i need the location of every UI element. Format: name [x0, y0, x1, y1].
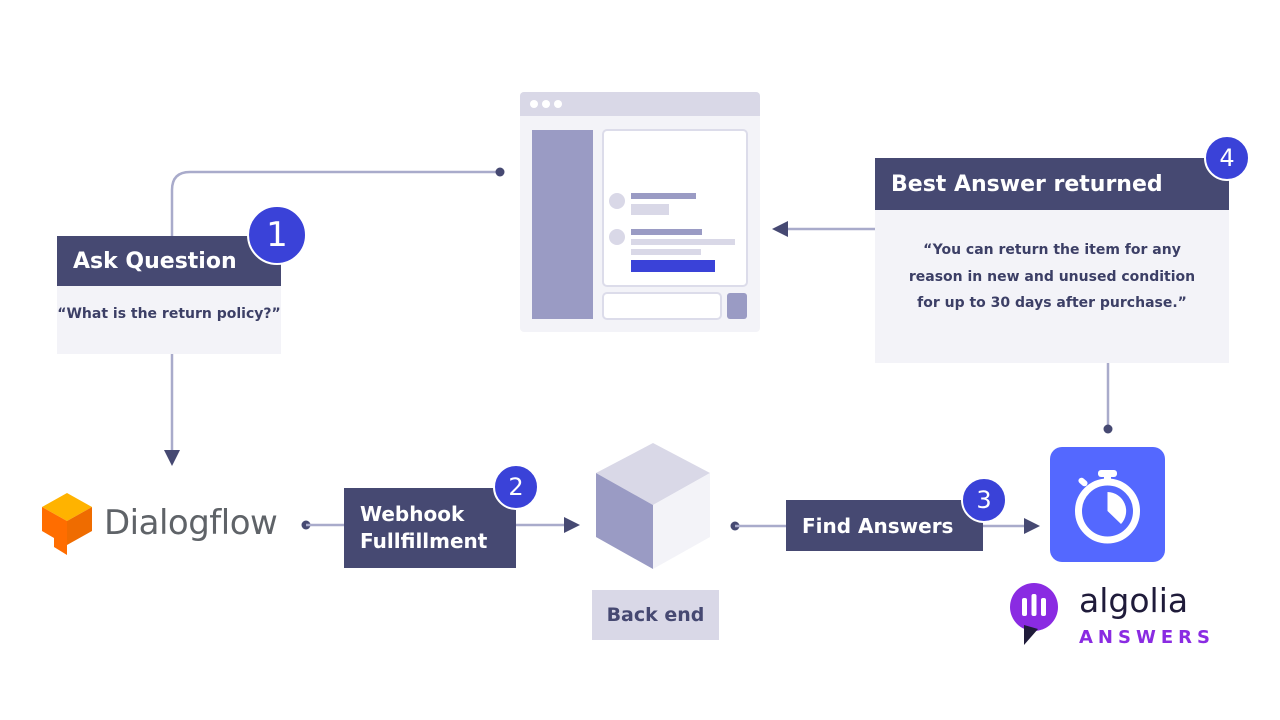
algolia-product: ANSWERS: [1079, 627, 1215, 648]
algolia-logo: algolia ANSWERS: [1008, 581, 1228, 653]
algolia-app-tile: [1050, 447, 1165, 562]
stopwatch-icon: [1075, 470, 1140, 544]
ask-question-quote-box: “What is the return policy?”: [57, 286, 281, 354]
best-answer-quote-box: “You can return the item for any reason …: [875, 210, 1229, 363]
ask-question-label: Ask Question: [57, 236, 281, 286]
ask-question-text: Ask Question: [73, 248, 237, 274]
step-badge-2: 2: [493, 464, 539, 510]
find-answers-text: Find Answers: [802, 513, 954, 538]
step-badge-4: 4: [1204, 135, 1250, 181]
step-number-2: 2: [508, 473, 524, 501]
webhook-line-2: Fullfillment: [360, 529, 488, 553]
best-answer-quote-line-3: for up to 30 days after purchase.”: [917, 295, 1187, 311]
webhook-fulfillment-label: Webhook Fullfillment: [344, 488, 516, 568]
best-answer-quote-line-2: reason in new and unused condition: [908, 268, 1196, 285]
step-number-1: 1: [266, 215, 288, 255]
best-answer-text: Best Answer returned: [891, 171, 1163, 197]
dialogflow-name: Dialogflow: [104, 503, 278, 543]
browser-window-icon: [520, 92, 760, 332]
best-answer-label: Best Answer returned: [875, 158, 1229, 210]
algolia-name: algolia: [1079, 581, 1189, 620]
step-badge-3: 3: [961, 477, 1007, 523]
step-badge-1: 1: [247, 205, 307, 265]
backend-label: Back end: [606, 604, 705, 626]
backend-label-box: Back end: [592, 590, 719, 640]
dialogflow-logo: Dialogflow: [40, 491, 300, 559]
cube-icon: [596, 443, 710, 569]
ask-question-quote: “What is the return policy?”: [57, 306, 281, 322]
algolia-logo-icon: [1010, 583, 1058, 645]
find-answers-label: Find Answers: [786, 500, 983, 551]
step-number-3: 3: [976, 486, 992, 514]
step-number-4: 4: [1219, 144, 1235, 172]
dialogflow-logo-icon: [42, 493, 92, 555]
webhook-line-1: Webhook: [360, 502, 465, 526]
best-answer-quote-line-1: “You can return the item for any: [923, 242, 1181, 258]
